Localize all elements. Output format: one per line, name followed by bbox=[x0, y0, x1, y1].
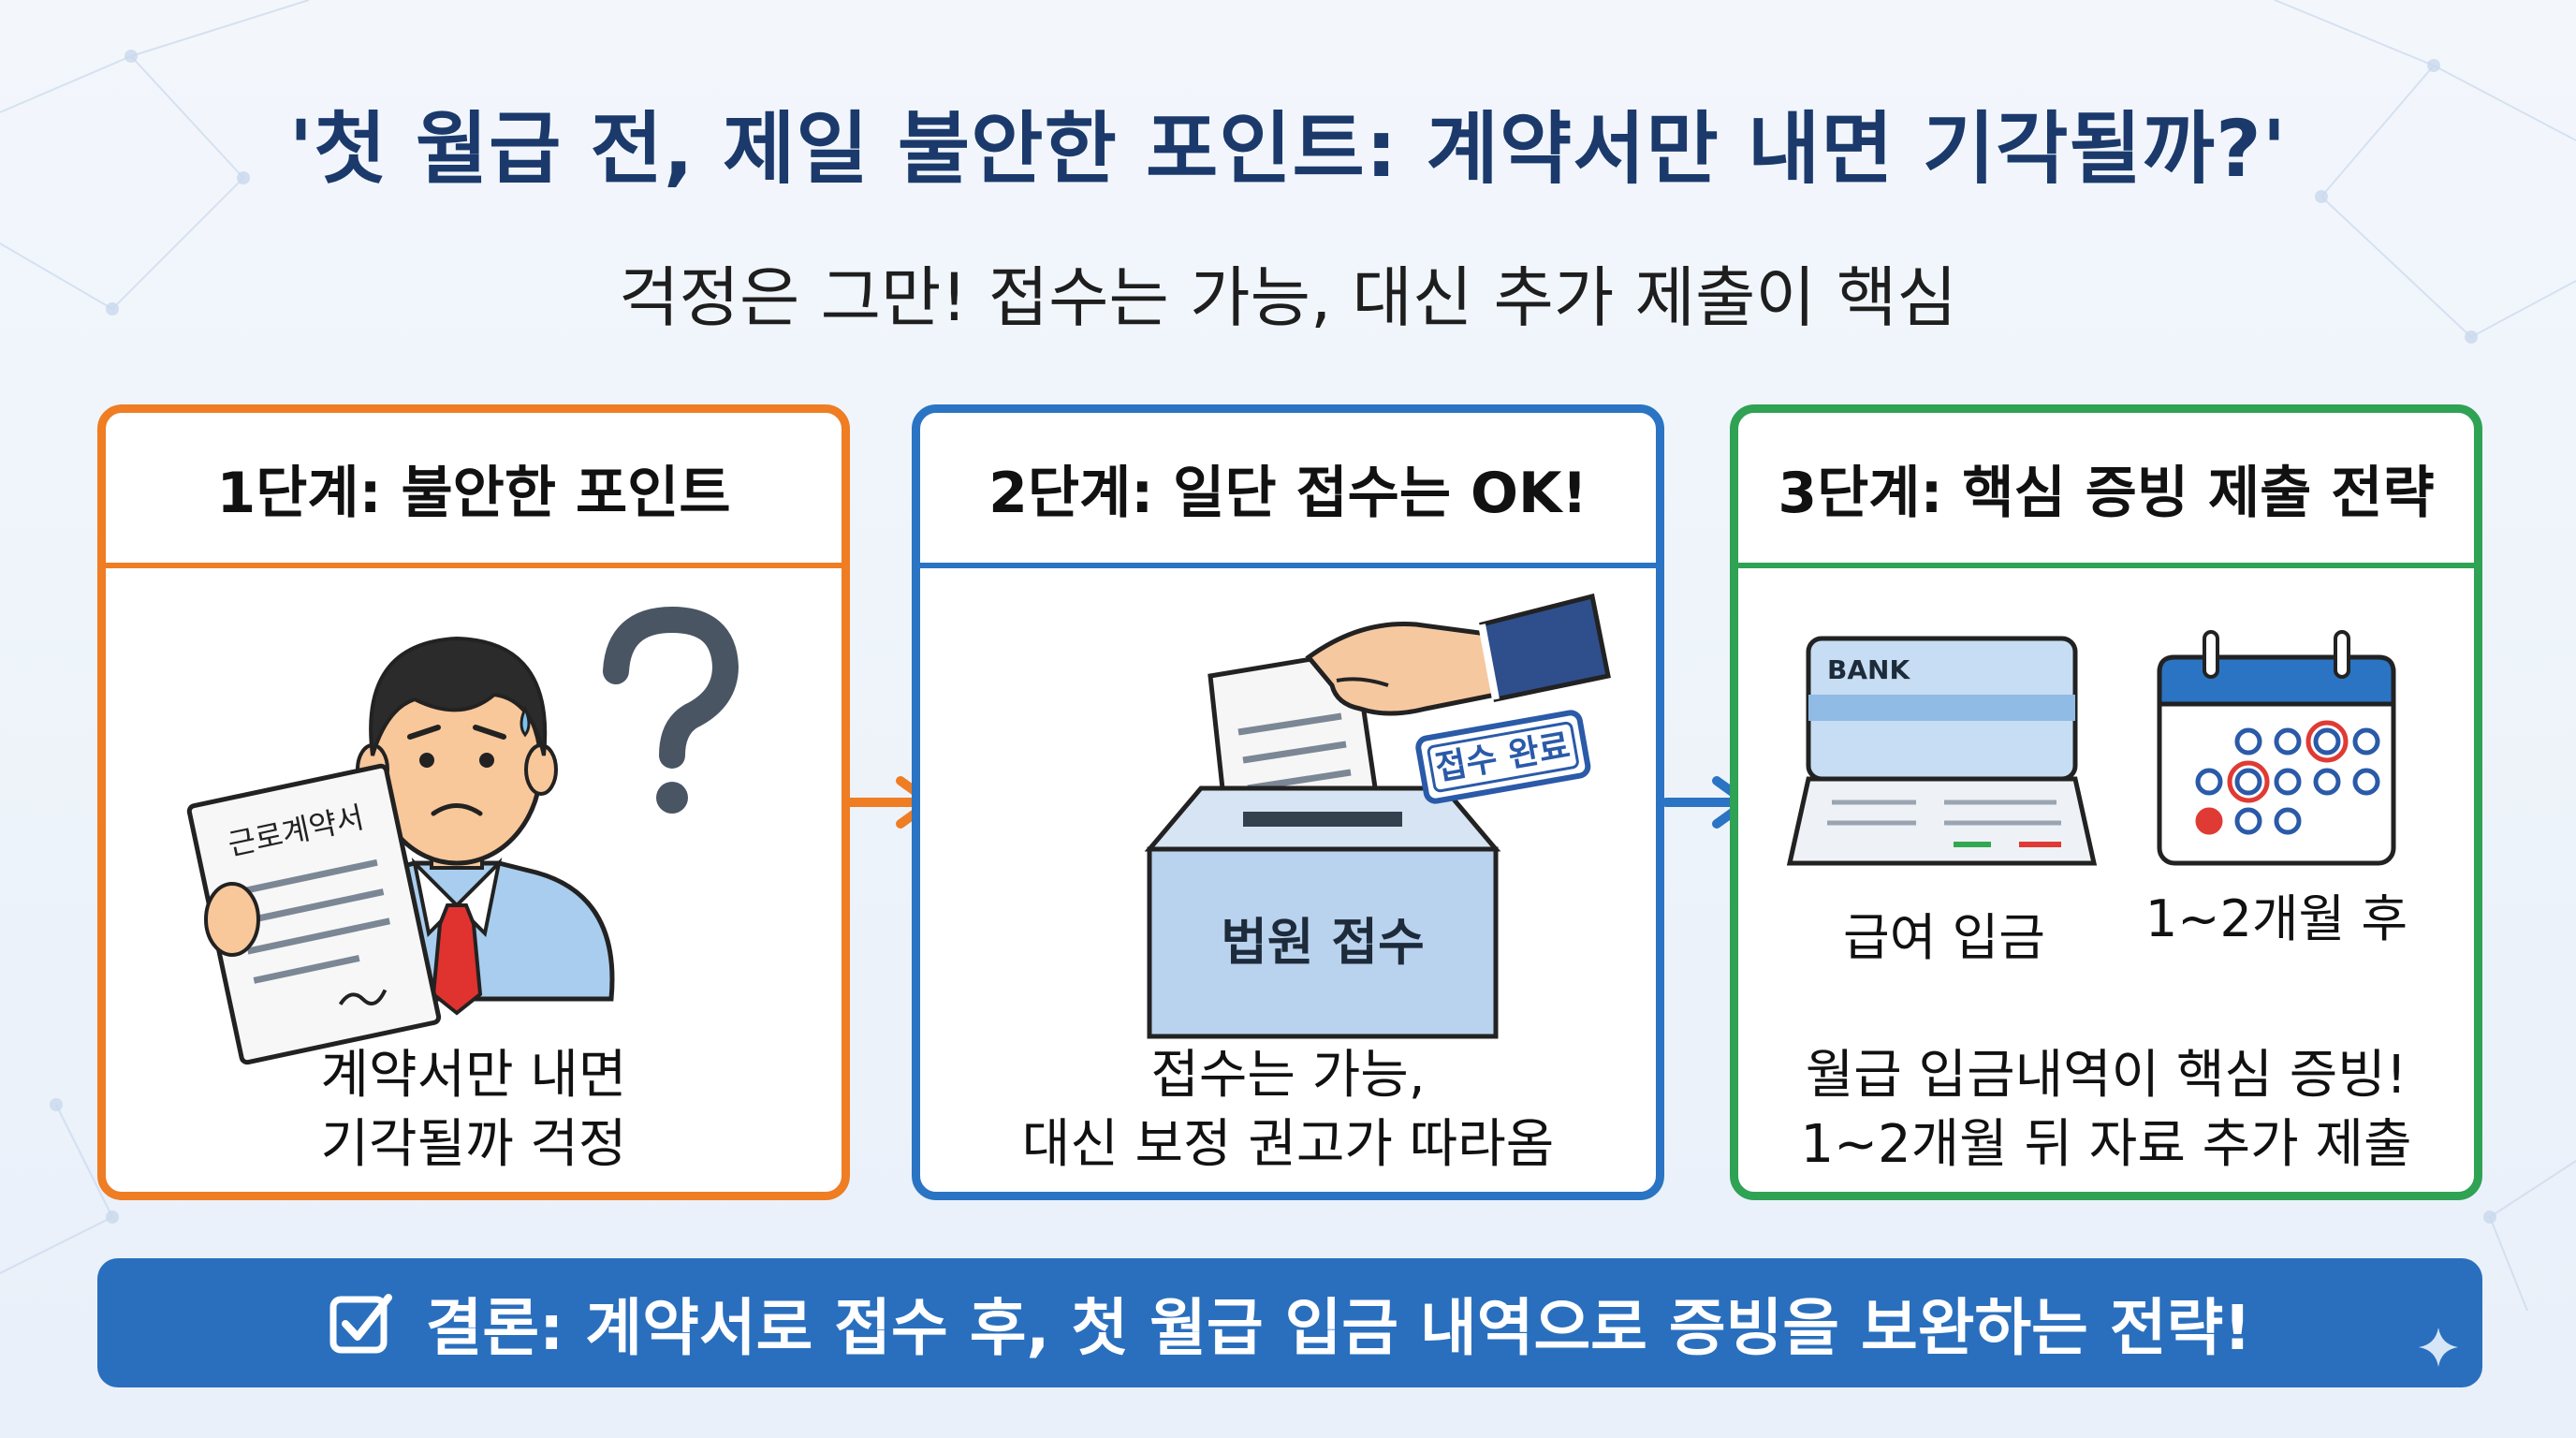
question-mark-icon bbox=[603, 606, 739, 814]
bankbook-icon: BANK bbox=[1786, 636, 2098, 866]
checkbox-check-icon bbox=[329, 1294, 392, 1354]
step-1-caption-line-1: 계약서만 내면 bbox=[320, 1045, 627, 1106]
bank-label: BANK bbox=[1827, 654, 1910, 685]
step-1-header: 1단계: 불안한 포인트 bbox=[106, 413, 842, 568]
conclusion-banner: 결론: 계약서로 접수 후, 첫 월급 입금 내역으로 증빙을 보완하는 전략! bbox=[97, 1258, 2482, 1387]
step-2-panel: 2단계: 일단 접수는 OK! 법원 접수 bbox=[912, 404, 1664, 1200]
page-title: '첫 월급 전, 제일 불안한 포인트: 계약서만 내면 기각될까?' bbox=[288, 103, 2288, 195]
sparkle-icon bbox=[2419, 1328, 2458, 1367]
conclusion-text: 결론: 계약서로 접수 후, 첫 월급 입금 내역으로 증빙을 보완하는 전략! bbox=[425, 1292, 2252, 1364]
step-3-caption-line-1: 월급 입금내역이 핵심 증빙! bbox=[1805, 1045, 2408, 1106]
step-3-panel: 3단계: 핵심 증빙 제출 전략 BANK bbox=[1730, 404, 2482, 1200]
bank-caption: 급여 입금 bbox=[1843, 908, 2045, 967]
worried-person-icon: 근로계약서 bbox=[186, 606, 739, 1065]
box-label: 법원 접수 bbox=[1221, 913, 1425, 972]
page-subtitle: 걱정은 그만! 접수는 가능, 대신 추가 제출이 핵심 bbox=[619, 259, 1957, 336]
received-stamp-icon: 접수 완료 bbox=[1415, 710, 1591, 804]
calendar-icon bbox=[2157, 630, 2396, 866]
step-2-caption-line-2: 대신 보정 권고가 따라옴 bbox=[1021, 1114, 1555, 1175]
calendar-caption: 1~2개월 후 bbox=[2144, 889, 2408, 948]
step-3-caption-line-2: 1~2개월 뒤 자료 추가 제출 bbox=[1800, 1114, 2412, 1175]
step-2-caption-line-1: 접수는 가능, bbox=[1150, 1045, 1426, 1106]
step-3-body: BANK bbox=[1738, 568, 2474, 1192]
step-2-header: 2단계: 일단 접수는 OK! bbox=[920, 413, 1656, 568]
step-1-caption-line-2: 기각될까 걱정 bbox=[320, 1114, 627, 1175]
step-2-body: 법원 접수 접수 완료 접수는 가능, 대신 보정 권고가 따라옴 bbox=[920, 568, 1656, 1192]
step-1-panel: 1단계: 불안한 포인트 bbox=[97, 404, 850, 1200]
step-1-body: 근로계약서 계약서만 내면 기각될까 걱정 bbox=[106, 568, 842, 1192]
ballot-box-icon: 법원 접수 접수 완료 bbox=[1144, 593, 1611, 1039]
step-3-illustration: BANK bbox=[1786, 630, 2396, 866]
step-3-header: 3단계: 핵심 증빙 제출 전략 bbox=[1738, 413, 2474, 568]
